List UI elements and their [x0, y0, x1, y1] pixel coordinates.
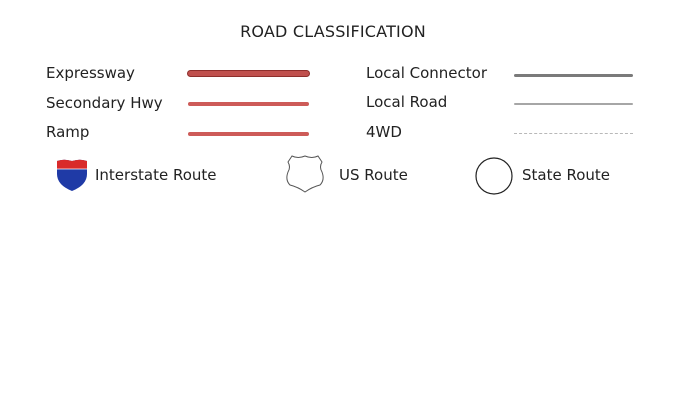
road-label-ramp: Ramp — [46, 123, 90, 141]
state-route-circle-icon — [474, 156, 514, 196]
route-label-us-route: US Route — [339, 166, 408, 184]
road-label-4wd: 4WD — [366, 123, 402, 141]
route-label-interstate: Interstate Route — [95, 166, 217, 184]
route-label-state-route: State Route — [522, 166, 611, 184]
us-route-shield-icon — [284, 154, 326, 194]
4wd-dashed-line-swatch — [514, 133, 633, 134]
road-label-local-connector: Local Connector — [366, 64, 488, 82]
road-label-expressway: Expressway — [46, 64, 135, 82]
legend-title: ROAD CLASSIFICATION — [240, 22, 426, 41]
road-label-local-road: Local Road — [366, 93, 448, 111]
local-connector-line-swatch — [514, 74, 633, 77]
expressway-line-swatch — [188, 71, 309, 76]
ramp-line-swatch — [188, 132, 309, 136]
local-road-line-swatch — [514, 103, 633, 105]
road-label-secondary-hwy: Secondary Hwy — [46, 94, 163, 112]
secondary-hwy-line-swatch — [188, 102, 309, 106]
interstate-shield-icon — [55, 158, 89, 192]
